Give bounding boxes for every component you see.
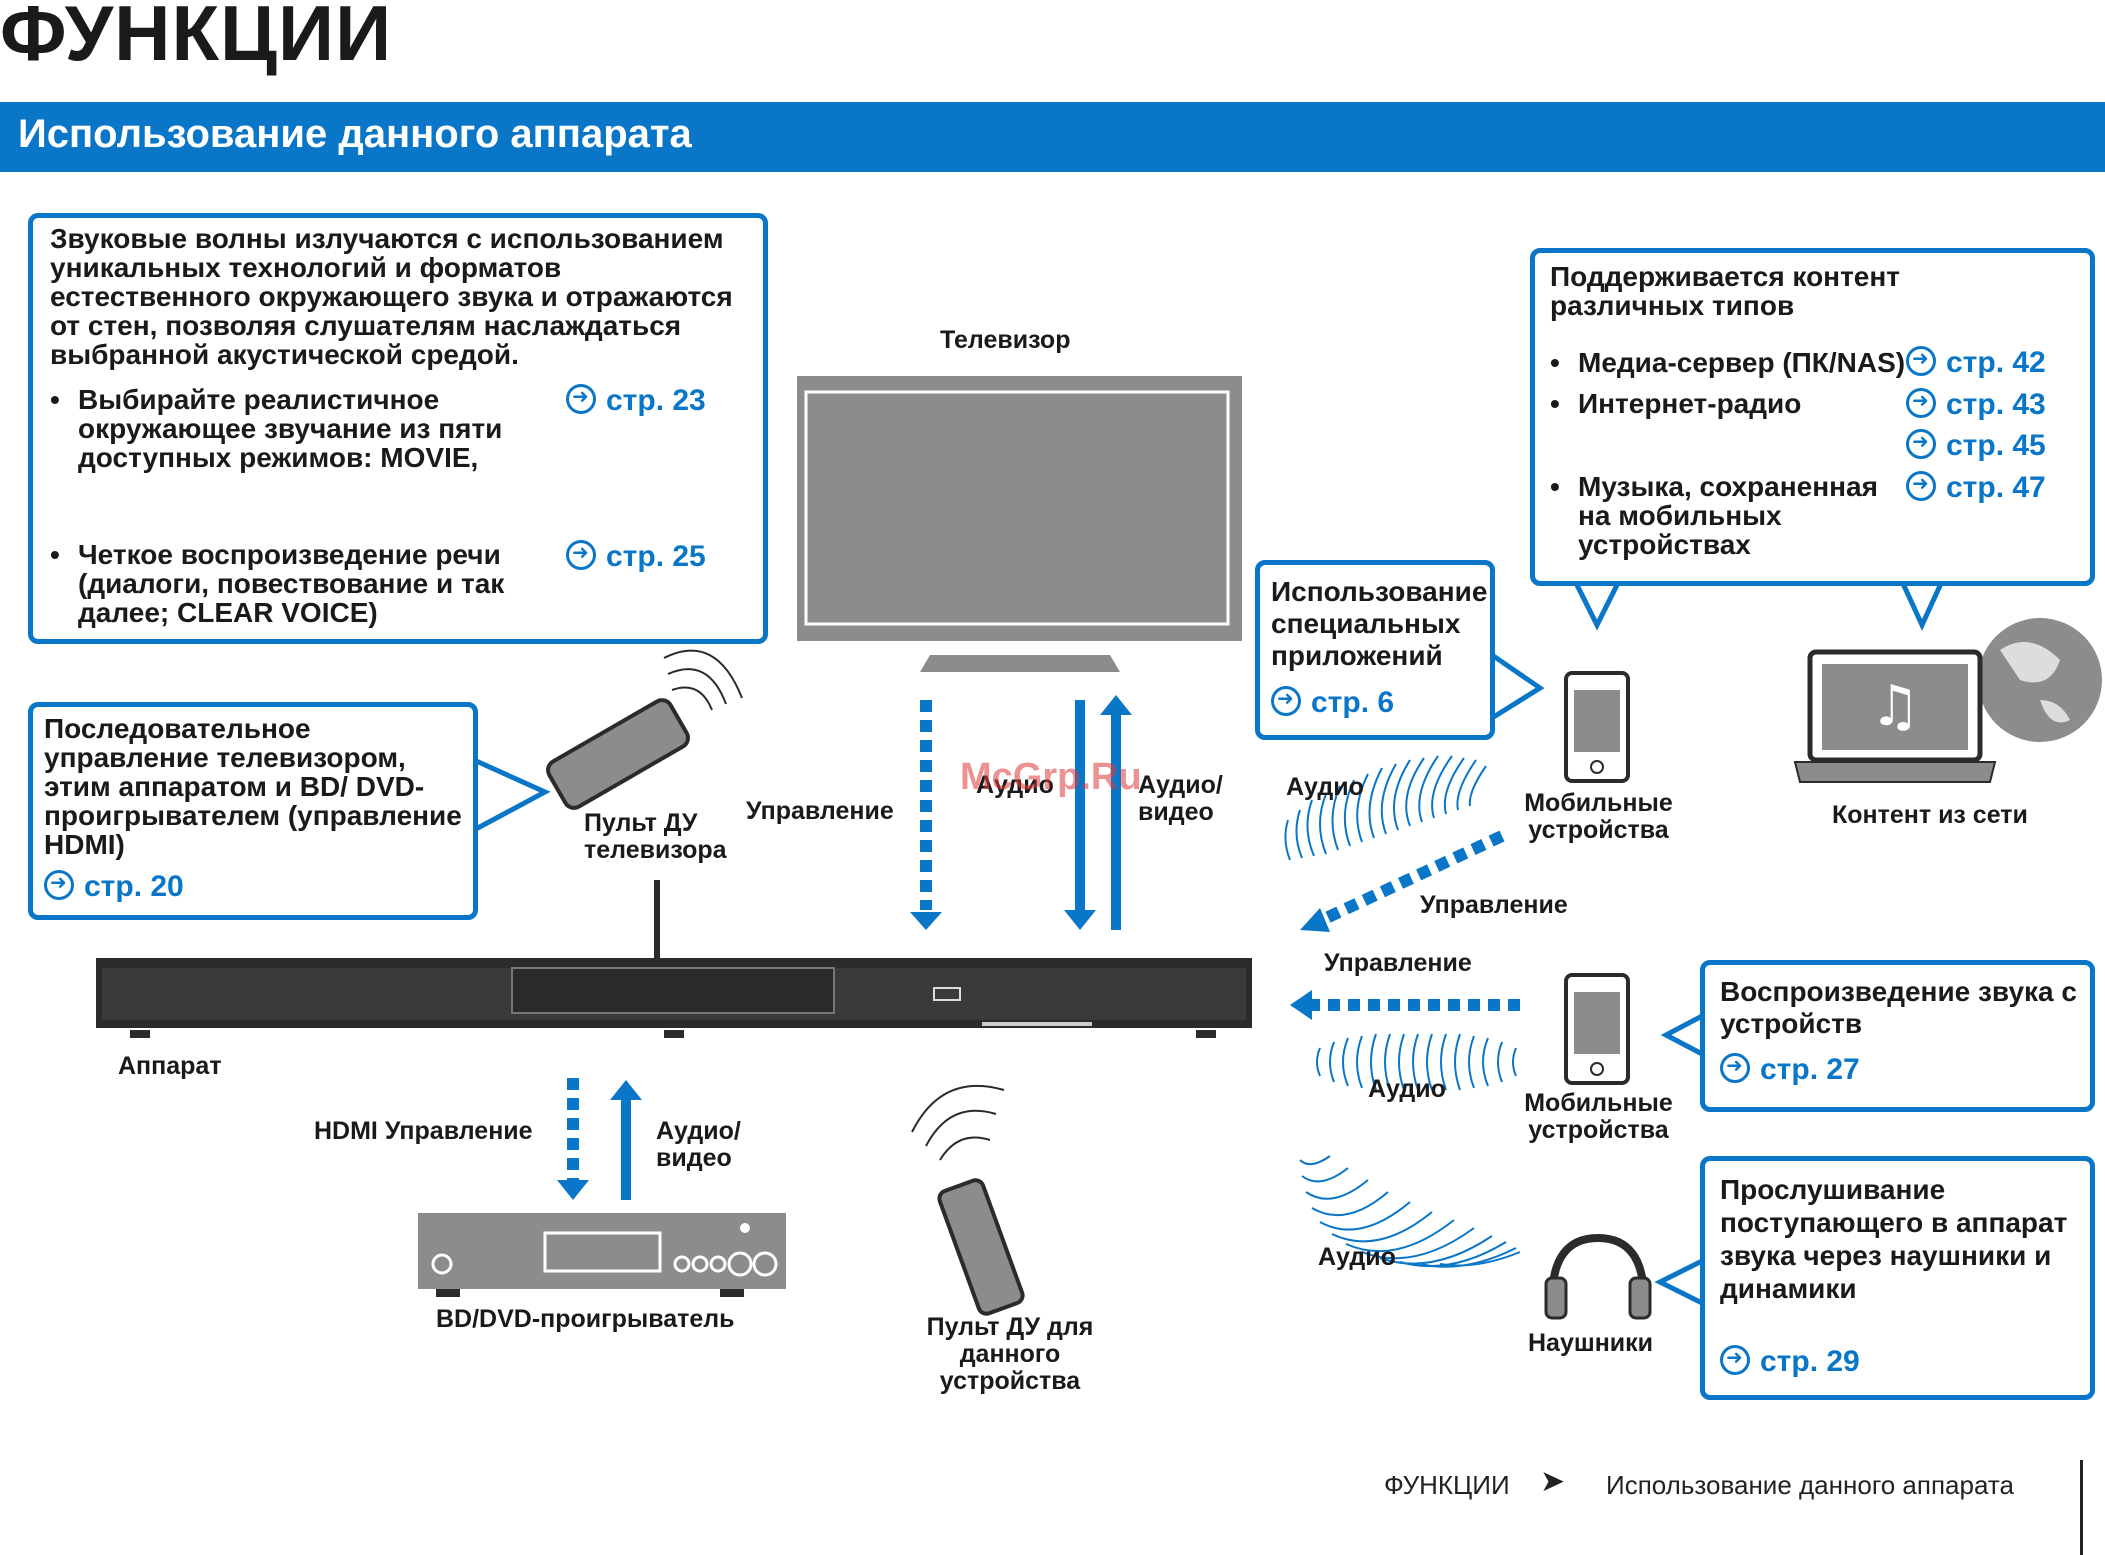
footer-divider [2080,1460,2083,1555]
callout-hdmi-text: Последовательное управление телевизором,… [44,713,462,860]
ref-page-43[interactable]: стр. 43 [1906,388,2046,422]
label-mobile1: Мобильные устройства [1524,789,1673,844]
ref-page-45[interactable]: стр. 45 [1906,429,2046,463]
item-media-server: Медиа-сервер (ПК/NAS) [1550,348,1918,377]
arrows-tv-unit [910,695,1132,930]
section-title: Использование данного аппарата [18,112,692,156]
item-mobile-music: Музыка, сохраненная на мобильных устройс… [1550,472,1898,559]
footer-section[interactable]: ФУНКЦИИ [1384,1470,1510,1500]
ref-page-42[interactable]: стр. 42 [1906,346,2046,380]
bullet-surround-modes: Выбирайте реалистичное окружающее звучан… [50,385,558,472]
unit-remote-icon [911,1084,1025,1316]
label-unit: Аппарат [118,1052,222,1080]
tv-remote-icon [546,649,743,810]
callout-device-playback [1700,960,2095,1112]
sound-bar-icon [96,880,1252,1038]
ref-page-29[interactable]: стр. 29 [1720,1345,1860,1379]
footer-arrow-icon: ➤ [1540,1465,1566,1498]
label-audio-tv: Аудио [976,771,1054,799]
bullet-clear-voice: Четкое воспроизведение речи (диалоги, по… [50,540,558,627]
svg-text:♫: ♫ [1870,674,1920,739]
arrows-mobile-unit [1290,830,1520,1020]
ref-page-6[interactable]: стр. 6 [1271,686,1394,720]
sound-waves [1284,755,1521,1268]
ref-page-27[interactable]: стр. 27 [1720,1053,1860,1087]
callout-apps-text: Использование специальных приложений [1271,576,1488,671]
section-banner: Использование данного аппарата [0,102,2105,172]
label-audio-mobile1: Аудио [1286,773,1364,801]
page-ref-icon [1906,471,1936,501]
page-ref-icon [566,384,596,414]
callout-content-title: Поддерживается контент различных типов [1550,261,1900,321]
ref-page-20[interactable]: стр. 20 [44,870,184,904]
watermark: McGrp.Ru [960,756,1142,798]
label-bd-player: BD/DVD-проигрыватель [436,1305,735,1333]
label-mobile2: Мобильные устройства [1524,1089,1673,1144]
label-control-tv: Управление [746,797,894,825]
label-control-mobile1: Управление [1420,891,1568,919]
bd-player-icon [418,1213,786,1297]
ref-page-47[interactable]: стр. 47 [1906,471,2046,505]
footer-page[interactable]: Использование данного аппарата [1606,1470,2014,1500]
label-audio-video-bd: Аудио/ видео [656,1117,741,1172]
callout-headphones-text: Прослушивание поступающего в аппарат зву… [1720,1174,2068,1304]
callout-hdmi-control [28,702,478,920]
page-ref-icon [1906,429,1936,459]
page-title: ФУНКЦИИ [0,0,393,77]
tv-icon [797,376,1242,672]
callout-playback-text: Воспроизведение звука с устройств [1720,976,2077,1039]
label-unit-remote: Пульт ДУ для данного устройства [926,1313,1094,1395]
callout-surround-text: Звуковые волны излучаются с использовани… [50,223,733,370]
page-ref-icon [1271,686,1301,716]
callout-headphones [1700,1156,2095,1400]
page-ref-icon [1906,388,1936,418]
headphones-icon [1544,1233,1652,1320]
page-ref-icon [44,870,74,900]
ref-page-23[interactable]: стр. 23 [566,384,706,418]
mobile-device-1-icon [1564,671,1630,783]
mobile-device-2-icon [1564,973,1630,1085]
page-ref-icon [1720,1345,1750,1375]
label-headphones: Наушники [1528,1329,1654,1357]
label-audio-mobile2: Аудио [1368,1075,1446,1103]
label-audio-video-tv: Аудио/ видео [1138,771,1223,826]
label-audio-headphones: Аудио [1318,1243,1396,1271]
page-ref-icon [1720,1053,1750,1083]
label-control-mobile2: Управление [1324,949,1472,977]
ref-page-25[interactable]: стр. 25 [566,540,706,574]
page-ref-icon [1906,346,1936,376]
label-tv: Телевизор [940,326,1071,354]
page-ref-icon [566,540,596,570]
laptop-globe-icon: ♫ [1793,618,2102,783]
label-tv-remote: Пульт ДУ телевизора [584,809,727,864]
arrows-unit-bd [557,1078,642,1200]
label-net-content: Контент из сети [1832,801,2028,829]
callout-tails [472,575,1947,1307]
item-internet-radio: Интернет-радио [1550,389,1898,418]
label-hdmi-control: HDMI Управление [314,1117,533,1145]
